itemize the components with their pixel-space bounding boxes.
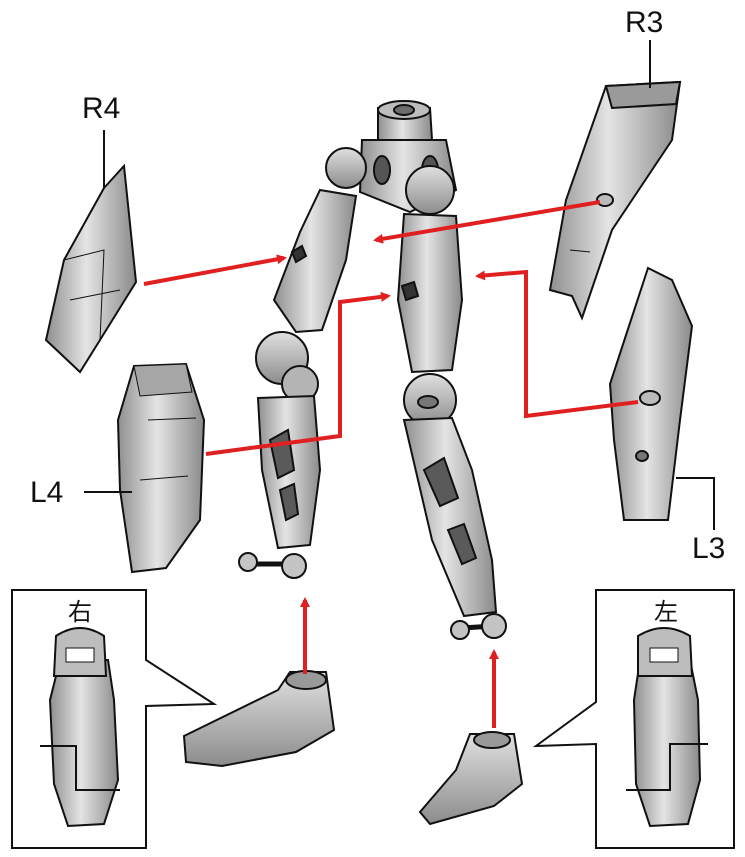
leader-l3 — [676, 478, 714, 530]
label-r4: R4 — [82, 94, 120, 124]
left-foot — [420, 732, 522, 824]
inset-left-sole — [634, 628, 700, 826]
label-l4: L4 — [30, 478, 63, 508]
right-foot — [184, 671, 334, 766]
inset-right — [12, 590, 214, 848]
label-r3: R3 — [625, 8, 663, 38]
label-l3: L3 — [692, 534, 725, 564]
part-l3 — [610, 268, 692, 520]
inset-left-label: 左 — [654, 600, 678, 624]
inset-left — [536, 590, 734, 848]
inset-right-label: 右 — [68, 600, 92, 624]
part-l4 — [118, 364, 204, 572]
arrow-r4 — [144, 258, 284, 284]
left-leg — [398, 214, 506, 639]
part-r4 — [46, 166, 136, 372]
